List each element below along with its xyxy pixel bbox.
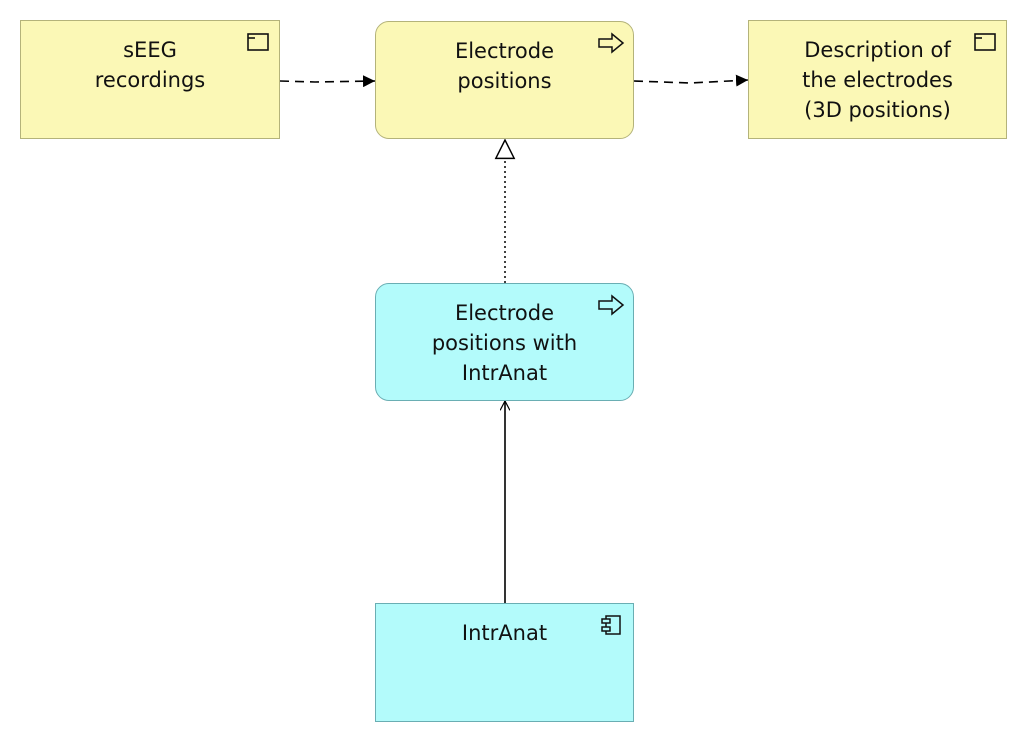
service-arrow-icon [598, 294, 625, 316]
flow-edge-positions-to-description [633, 74, 749, 87]
node-label: sEEG recordings [94, 38, 206, 92]
description-electrodes-node[interactable]: Description of the electrodes (3D positi… [748, 20, 1007, 139]
node-label: IntrAnat [461, 621, 548, 645]
component-icon [601, 615, 621, 635]
seeg-recordings-node[interactable]: sEEG recordings [20, 20, 280, 139]
representation-icon [974, 33, 996, 51]
service-arrow-icon [598, 32, 625, 54]
electrode-positions-node[interactable]: Electrode positions [375, 21, 634, 139]
node-label: Electrode positions with IntrAnat [431, 301, 578, 385]
node-label: Electrode positions [454, 39, 555, 93]
positions-with-intranat-node[interactable]: Electrode positions with IntrAnat [375, 283, 634, 401]
intranat-node[interactable]: IntrAnat [375, 603, 634, 722]
representation-icon [247, 33, 269, 51]
node-label: Description of the electrodes (3D positi… [802, 38, 953, 122]
flow-edge-seeg-to-positions [279, 75, 376, 88]
